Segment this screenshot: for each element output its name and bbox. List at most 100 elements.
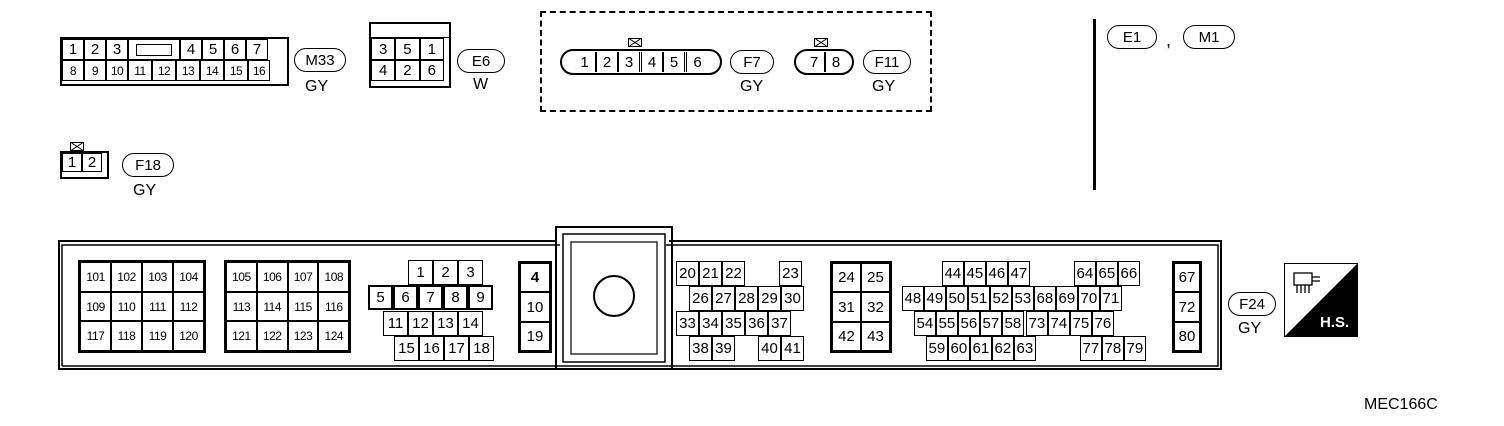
pin-cell: 5: [202, 39, 224, 60]
pin-cell: 1: [62, 39, 84, 60]
pin-cell: 54: [914, 311, 936, 336]
pin-cell: 109: [80, 291, 111, 322]
pin-cell: 10: [106, 60, 128, 81]
pin-cell: 16: [419, 336, 444, 361]
pin-cell: 62: [992, 336, 1014, 361]
pin-cell: 3: [458, 260, 483, 285]
pin-cell: 69: [1056, 286, 1078, 311]
connector-separator: ,: [1166, 30, 1172, 50]
pin-cell: 3: [371, 38, 396, 60]
pin-cell: 80: [1174, 321, 1200, 352]
pin-cell: 77: [1080, 336, 1102, 361]
pin-cell: 43: [861, 321, 890, 352]
pin-cell: 35: [722, 311, 745, 336]
pin-cell: 122: [256, 321, 288, 352]
pin-cell: 116: [318, 291, 350, 322]
pin-cell: 20: [676, 261, 699, 286]
pin-cell: 45: [964, 261, 986, 286]
pin-cell: 25: [861, 263, 890, 293]
pin-cell: 44: [942, 261, 964, 286]
pin-cell: 2: [82, 153, 102, 172]
pin-cell: 5: [663, 52, 685, 72]
pin-cell: 68: [1034, 286, 1056, 311]
pin-cell: 7: [418, 285, 443, 310]
pin-cell: 2: [433, 260, 458, 285]
pin-cell: 124: [318, 321, 350, 352]
pin-cell: 4: [180, 39, 202, 60]
connector-e6-id: E6: [457, 49, 505, 73]
pin-cell: 60: [948, 336, 970, 361]
pin-cell: 9: [468, 285, 493, 310]
pin-cell: 101: [80, 262, 111, 292]
pin-cell: 50: [946, 286, 968, 311]
pin-cell: 120: [173, 321, 204, 352]
pin-cell: 102: [111, 262, 142, 292]
pin-cell: 72: [1174, 292, 1200, 322]
pin-cell: 108: [318, 262, 350, 292]
pin-cell: 8: [825, 52, 846, 72]
pin-cell: 33: [676, 311, 699, 336]
f11-lock-icon: [814, 38, 828, 47]
key-slot: [128, 39, 180, 60]
pin-cell: 13: [433, 311, 458, 336]
pin-cell: 65: [1096, 261, 1118, 286]
pin-cell: 6: [686, 52, 708, 72]
pin-cell: 39: [712, 336, 735, 361]
f7-lock-icon: [628, 38, 642, 47]
pin-cell: 106: [256, 262, 288, 292]
pin-cell: 46: [986, 261, 1008, 286]
harness-side-badge: [1284, 263, 1358, 337]
connector-m33-id: M33: [294, 48, 346, 72]
pin-cell: 48: [902, 286, 924, 311]
pin-cell: 11: [383, 311, 408, 336]
pin-cell: 56: [958, 311, 980, 336]
pin-cell: 41: [781, 336, 804, 361]
pin-cell: 111: [142, 291, 173, 322]
connector-f7-id: F7: [730, 50, 774, 74]
pin-cell: 1: [419, 38, 444, 60]
pin-cell: 104: [173, 262, 204, 292]
pin-cell: 118: [111, 321, 142, 352]
pin-cell: 6: [393, 285, 418, 310]
pin-cell: 37: [768, 311, 791, 336]
f18-lock-icon: [70, 142, 84, 151]
pin-cell: 78: [1102, 336, 1124, 361]
pin-cell: 7: [246, 39, 268, 60]
connector-e6-color: W: [473, 76, 489, 93]
pin-cell: 76: [1092, 311, 1114, 336]
pin-cell: 64: [1074, 261, 1096, 286]
pin-cell: 13: [176, 60, 200, 81]
pin-cell: 8: [443, 285, 468, 310]
pin-cell: 70: [1078, 286, 1100, 311]
pin-cell: 22: [722, 261, 745, 286]
pin-cell: 53: [1012, 286, 1034, 311]
pin-cell: 14: [458, 311, 483, 336]
connector-plug-icon: [1293, 272, 1320, 293]
pin-cell: 10: [520, 292, 550, 322]
pin-cell: 36: [745, 311, 768, 336]
connector-f18-color: GY: [133, 182, 157, 199]
pin-cell: 5: [395, 38, 420, 60]
pin-cell: 40: [758, 336, 781, 361]
pin-cell: 103: [142, 262, 173, 292]
pin-cell: 26: [689, 286, 712, 311]
pin-cell: 2: [596, 52, 618, 72]
key-slot-icon: [136, 43, 172, 56]
connector-f24-color: GY: [1238, 320, 1262, 337]
pin-cell: 19: [520, 321, 550, 352]
pin-cell: 38: [689, 336, 712, 361]
pin-cell: 114: [256, 291, 288, 322]
pin-cell: 12: [152, 60, 176, 81]
ecm-center-tab: [555, 226, 673, 369]
pin-cell: 34: [699, 311, 722, 336]
pin-cell: 73: [1026, 311, 1048, 336]
pin-cell: 123: [287, 321, 319, 352]
pin-cell: 6: [224, 39, 246, 60]
